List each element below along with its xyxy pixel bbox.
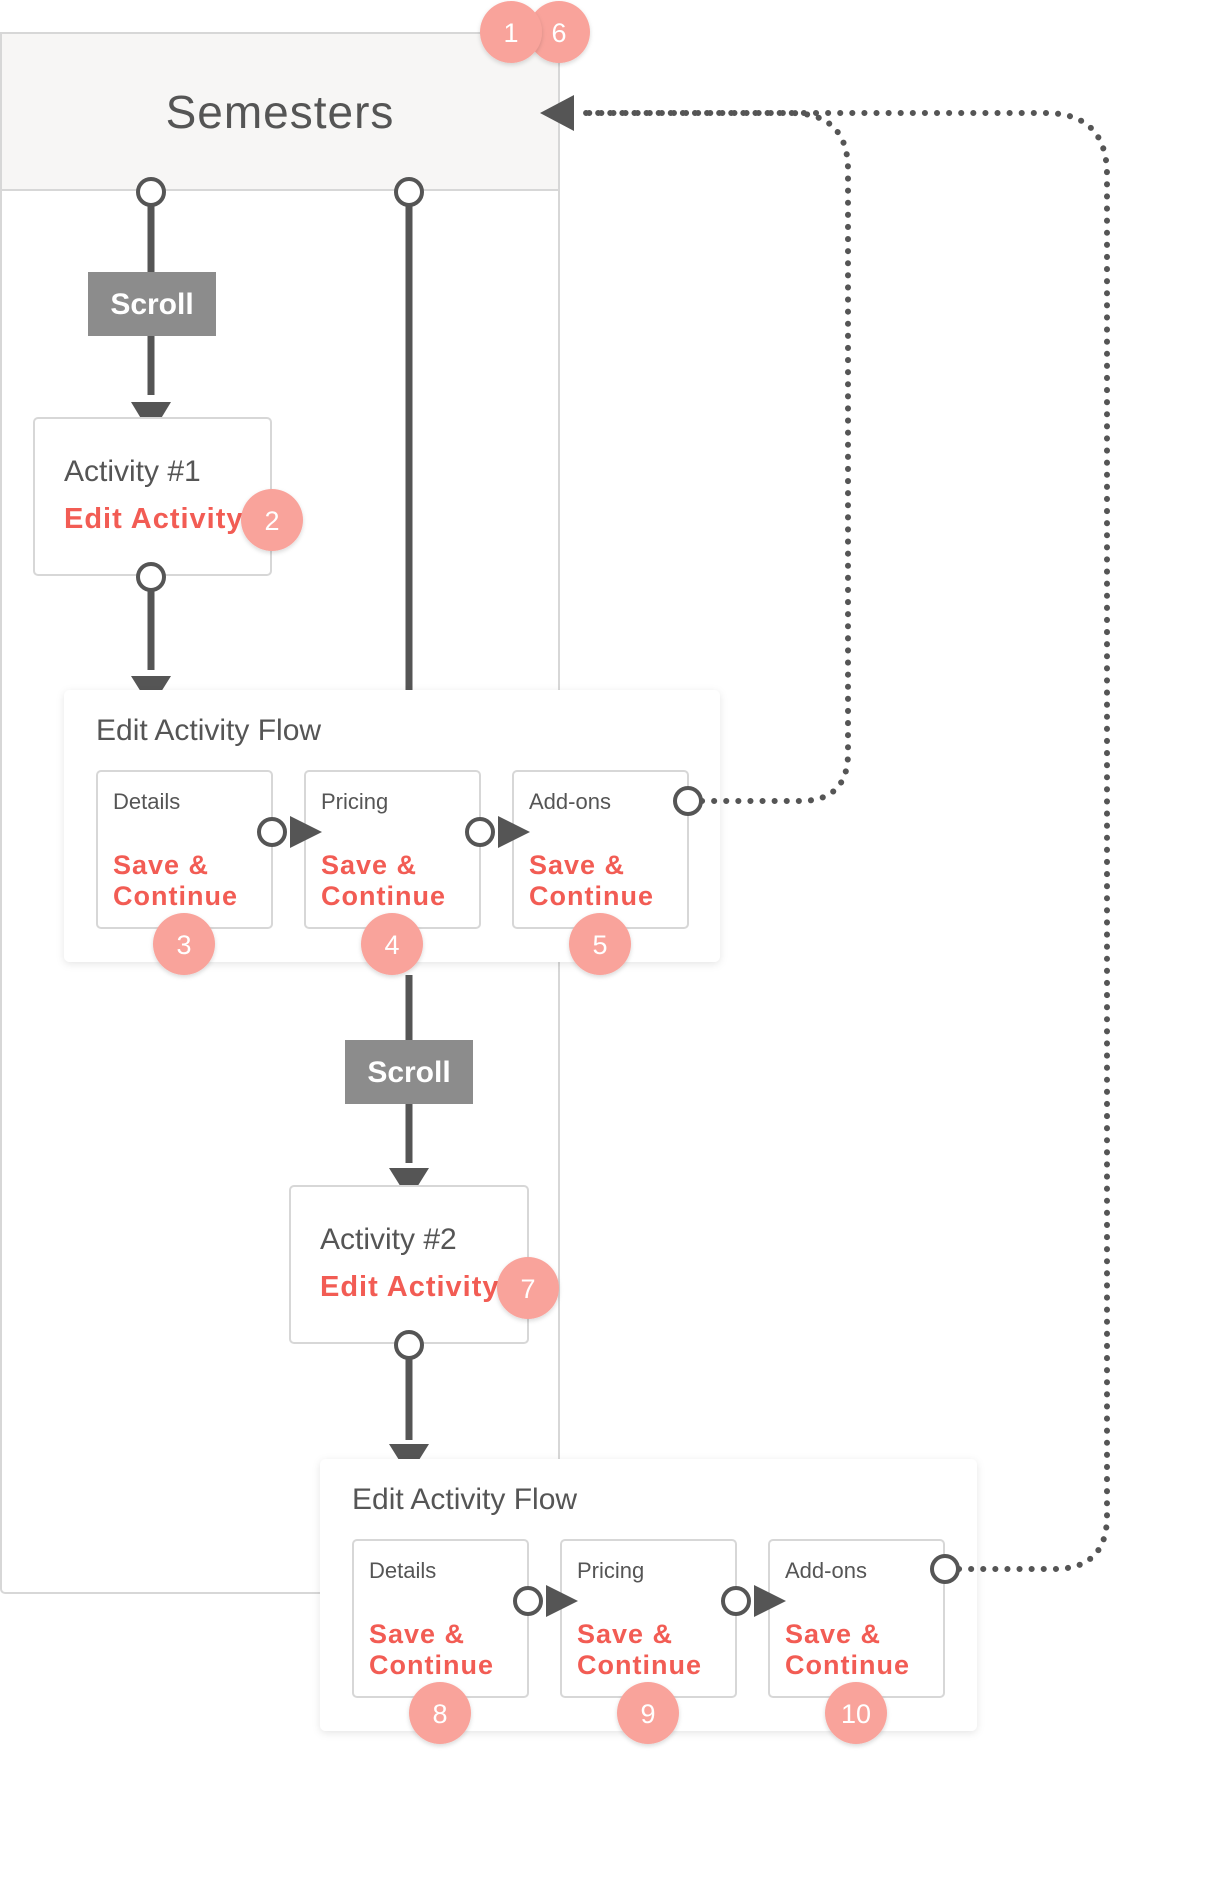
flow-step-pricing: Pricing Save & Continue (560, 1539, 737, 1698)
save-continue-button[interactable]: Save & (369, 1619, 465, 1649)
svg-text:5: 5 (592, 930, 607, 960)
step-badge: 10 (825, 1682, 887, 1744)
activity-title: Activity #2 (320, 1223, 457, 1256)
step-badge: 7 (497, 1257, 559, 1319)
scroll-label: Scroll (110, 288, 193, 321)
step-label: Details (113, 789, 180, 814)
save-continue-button[interactable]: Continue (577, 1650, 702, 1680)
connector-scroll-2: Scroll (345, 975, 473, 1200)
save-continue-button[interactable]: Save & (577, 1619, 673, 1649)
activity-card[interactable]: Activity #2 Edit Activity (289, 1185, 529, 1344)
svg-text:8: 8 (432, 1699, 447, 1729)
flow-step-add-ons: Add-ons Save & Continue (768, 1539, 945, 1698)
flow-step-add-ons: Add-ons Save & Continue (512, 770, 689, 929)
scroll-label-box (345, 1040, 473, 1104)
step-label: Add-ons (785, 1558, 867, 1583)
step-badge: 3 (153, 913, 215, 975)
flow-title: Edit Activity Flow (96, 714, 321, 747)
save-continue-button[interactable]: Save & (113, 850, 209, 880)
edit-activity-link[interactable]: Edit Activity (320, 1271, 500, 1303)
flow-step-details: Details Save & Continue (96, 770, 273, 929)
save-continue-button[interactable]: Save & (785, 1619, 881, 1649)
step-label: Details (369, 1558, 436, 1583)
step-arrow (465, 816, 530, 848)
step-arrow (513, 1585, 578, 1617)
flow-title: Edit Activity Flow (352, 1483, 577, 1516)
step-badge: 4 (361, 913, 423, 975)
edit-activity-flow: Edit Activity Flow Details Save & Contin… (320, 1459, 977, 1731)
svg-text:6: 6 (551, 18, 566, 48)
save-continue-button[interactable]: Save & (529, 850, 625, 880)
step-label: Add-ons (529, 789, 611, 814)
flow-step-details: Details Save & Continue (352, 1539, 529, 1698)
step-arrow (257, 816, 322, 848)
svg-text:1: 1 (503, 18, 518, 48)
step-label: Pricing (577, 1558, 644, 1583)
edit-activity-link[interactable]: Edit Activity (64, 503, 244, 535)
svg-text:2: 2 (264, 506, 279, 536)
page-title: Semesters (166, 86, 395, 138)
step-badge: 2 (241, 489, 303, 551)
save-continue-button[interactable]: Save & (321, 850, 417, 880)
activity-title: Activity #1 (64, 455, 201, 488)
svg-text:10: 10 (841, 1699, 871, 1729)
scroll-label: Scroll (367, 1056, 450, 1089)
svg-text:9: 9 (640, 1699, 655, 1729)
step-badge: 1 (480, 1, 542, 63)
step-label: Pricing (321, 789, 388, 814)
step-badge: 8 (409, 1682, 471, 1744)
connector-direct (394, 177, 424, 690)
svg-text:4: 4 (384, 930, 399, 960)
flow-step-pricing: Pricing Save & Continue (304, 770, 481, 929)
svg-text:7: 7 (520, 1274, 535, 1304)
save-continue-button[interactable]: Continue (113, 881, 238, 911)
scroll-label-box (88, 272, 216, 336)
step-badge: 9 (617, 1682, 679, 1744)
svg-text:3: 3 (176, 930, 191, 960)
activity-card[interactable]: Activity #1 Edit Activity (33, 417, 272, 576)
save-continue-button[interactable]: Continue (529, 881, 654, 911)
return-loop-1 (577, 110, 851, 816)
save-continue-button[interactable]: Continue (321, 881, 446, 911)
step-badge: 5 (569, 913, 631, 975)
return-loop-2 (577, 110, 1110, 1584)
step-arrow (721, 1585, 786, 1617)
step-badge: 6 (528, 1, 590, 63)
save-continue-button[interactable]: Continue (785, 1650, 910, 1680)
save-continue-button[interactable]: Continue (369, 1650, 494, 1680)
edit-activity-flow: Edit Activity Flow Details Save & Contin… (64, 690, 720, 962)
return-arrowhead (540, 95, 574, 131)
